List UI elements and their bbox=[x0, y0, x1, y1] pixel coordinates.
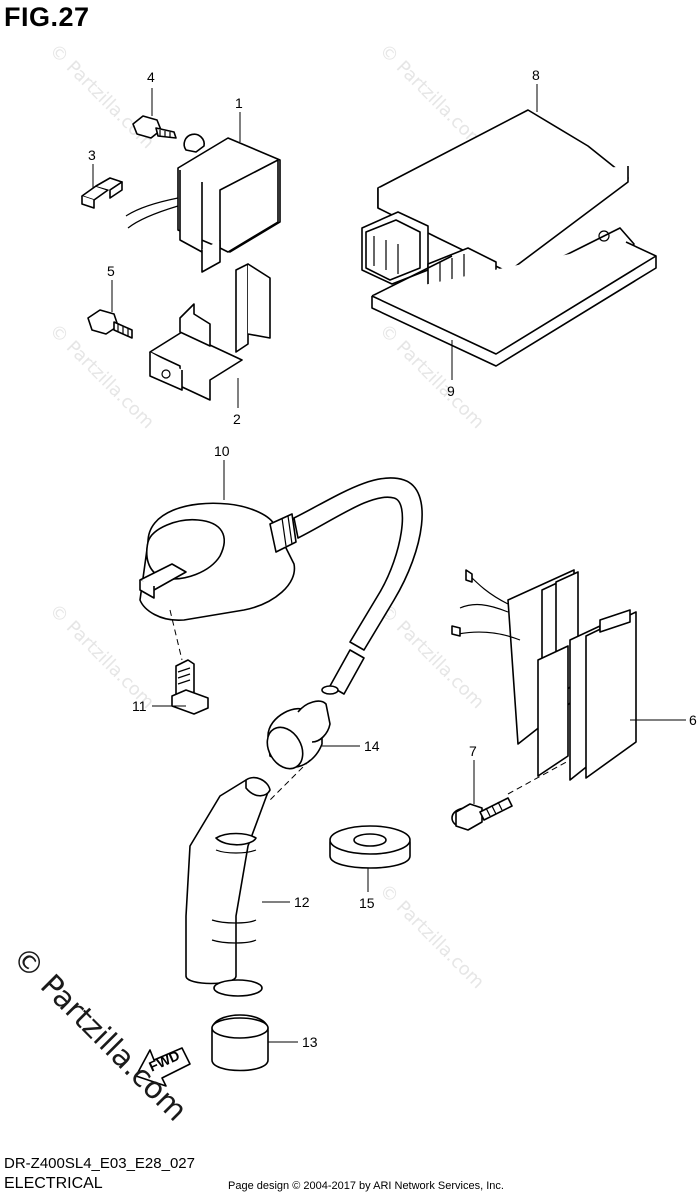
plate-part-9 bbox=[371, 241, 657, 367]
callout-9: 9 bbox=[447, 383, 455, 399]
callout-11: 11 bbox=[132, 698, 147, 714]
section-name: ELECTRICAL bbox=[4, 1175, 103, 1192]
callout-4: 4 bbox=[147, 69, 155, 85]
cushion-part-15 bbox=[329, 825, 411, 869]
leader-lines bbox=[92, 84, 686, 1043]
copyright-notice: Page design © 2004-2017 by ARI Network S… bbox=[228, 1180, 504, 1192]
grommet-part-14 bbox=[266, 700, 331, 770]
callout-10: 10 bbox=[214, 443, 230, 459]
assembly-dash-line bbox=[169, 609, 183, 661]
bolt-part-4 bbox=[132, 115, 177, 139]
seal-part-13 bbox=[211, 1014, 269, 1072]
bracket-part-2 bbox=[149, 263, 271, 401]
callout-13: 13 bbox=[302, 1034, 318, 1050]
callout-14: 14 bbox=[364, 738, 380, 754]
callout-1: 1 bbox=[235, 95, 243, 111]
callout-15: 15 bbox=[359, 895, 375, 911]
figure-title: FIG.27 bbox=[4, 2, 90, 32]
assembly-dash-line bbox=[507, 759, 571, 795]
clip-part-3 bbox=[81, 177, 123, 209]
callout-8: 8 bbox=[532, 67, 540, 83]
regulator-part-6 bbox=[451, 569, 637, 781]
screw-part-11 bbox=[171, 659, 209, 715]
ignition-coil-part-10 bbox=[139, 477, 423, 695]
model-code: DR-Z400SL4_E03_E28_027 bbox=[4, 1155, 195, 1172]
bolt-part-7 bbox=[451, 797, 513, 831]
callout-6: 6 bbox=[689, 712, 697, 728]
bolt-part-5 bbox=[87, 309, 133, 339]
callout-3: 3 bbox=[88, 147, 96, 163]
plug-cap-part-12 bbox=[185, 776, 271, 997]
relay-part-1 bbox=[125, 133, 281, 273]
callout-12: 12 bbox=[294, 894, 310, 910]
callout-2: 2 bbox=[233, 411, 241, 427]
callout-7: 7 bbox=[469, 743, 477, 759]
callout-5: 5 bbox=[107, 263, 115, 279]
